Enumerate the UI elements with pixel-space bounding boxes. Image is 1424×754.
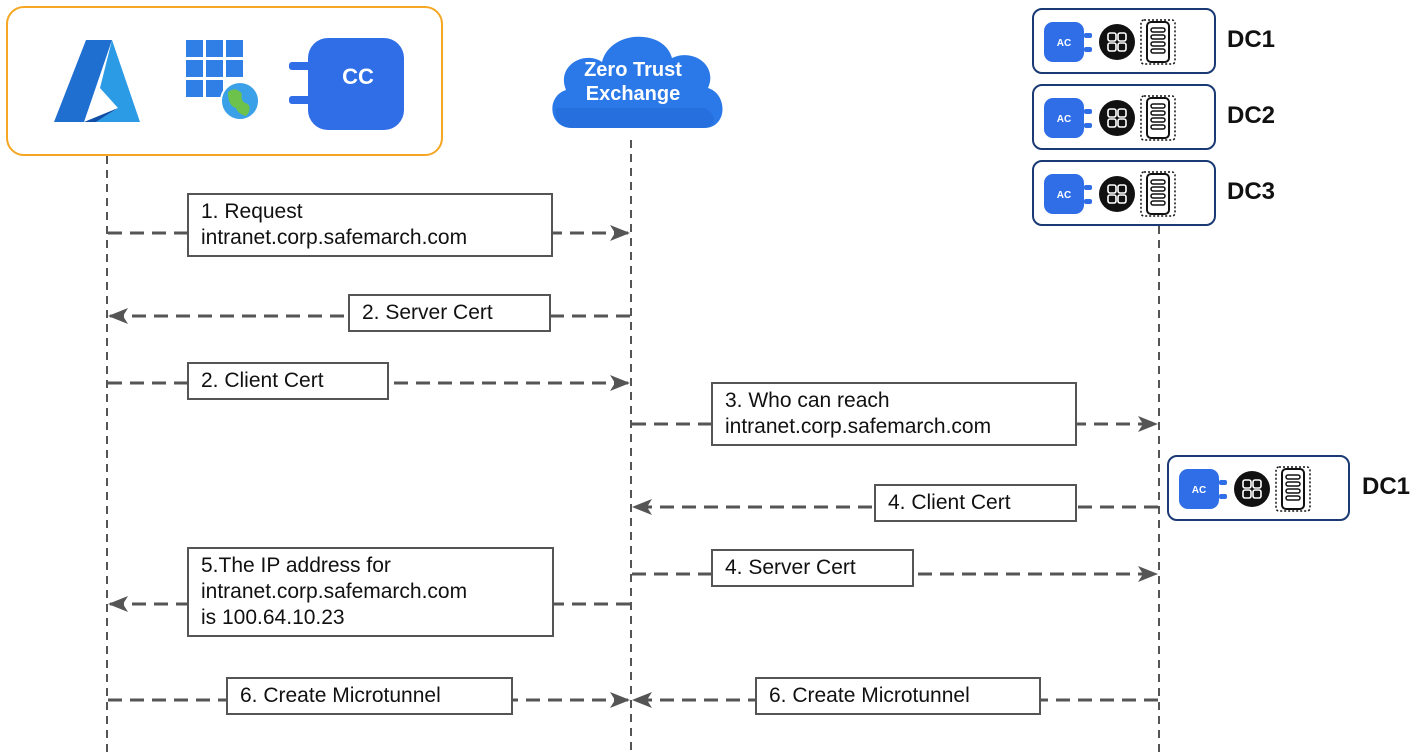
zero-trust-exchange-cloud <box>552 36 723 128</box>
msg-server-cert-2-text: 4. Server Cert <box>725 556 856 579</box>
msg-microtunnel-right-text: 6. Create Microtunnel <box>769 684 970 707</box>
msg-microtunnel-right: 6. Create Microtunnel <box>755 677 1041 715</box>
msg-request: 1. Request intranet.corp.safemarch.com <box>187 193 553 257</box>
app-connector-icon: AC <box>1044 98 1092 138</box>
app-connector-icon: AC <box>1044 174 1092 214</box>
server-icon <box>1140 171 1176 217</box>
exchange-title-line1: Zero Trust <box>584 59 682 81</box>
msg-request-line1: 1. Request <box>201 200 303 223</box>
segment-cluster-icon <box>1099 176 1135 212</box>
msg-client-cert-1-text: 2. Client Cert <box>201 369 324 392</box>
client-connector-icon <box>289 38 404 130</box>
msg-ip-address-line2: intranet.corp.safemarch.com <box>201 580 468 603</box>
segment-cluster-icon <box>1099 24 1135 60</box>
msg-server-cert-1: 2. Server Cert <box>348 294 551 332</box>
msg-server-cert-2: 4. Server Cert <box>711 549 914 587</box>
app-connector-badge-text: AC <box>1057 38 1071 49</box>
app-connector-group: AC <box>1044 19 1176 65</box>
app-connector-group: AC <box>1044 171 1176 217</box>
msg-who-can-reach: 3. Who can reach intranet.corp.safemarch… <box>711 382 1077 446</box>
msg-who-can-reach-line1: 3. Who can reach <box>725 389 890 412</box>
windows-globe-icon <box>186 40 260 121</box>
app-connector-group: AC <box>1179 466 1311 512</box>
app-connector-badge-text: AC <box>1057 190 1071 201</box>
exchange-title-line2: Exchange <box>585 83 681 105</box>
datacenter-label-dc3: DC3 <box>1227 178 1276 205</box>
segment-cluster-icon <box>1234 471 1270 507</box>
exchange-title: Zero Trust Exchange <box>558 58 708 106</box>
server-icon <box>1140 95 1176 141</box>
msg-ip-address-line3: is 100.64.10.23 <box>201 606 345 629</box>
client-connector-label: CC <box>342 64 374 89</box>
app-connector-badge-text: AC <box>1192 485 1206 496</box>
app-connector-icon: AC <box>1179 469 1227 509</box>
msg-request-line2: intranet.corp.safemarch.com <box>201 226 468 249</box>
datacenter-label-dc1: DC1 <box>1227 26 1276 53</box>
azure-logo-icon <box>54 40 140 122</box>
msg-microtunnel-left-text: 6. Create Microtunnel <box>240 684 441 707</box>
app-connector-badge-text: AC <box>1057 114 1071 125</box>
msg-client-cert-2: 4. Client Cert <box>874 484 1077 522</box>
server-icon <box>1275 466 1311 512</box>
msg-client-cert-1: 2. Client Cert <box>187 362 389 400</box>
msg-ip-address: 5.The IP address for intranet.corp.safem… <box>187 547 554 637</box>
app-connector-icon: AC <box>1044 22 1092 62</box>
responder-label-dc1: DC1 <box>1362 473 1411 500</box>
server-icon <box>1140 19 1176 65</box>
segment-cluster-icon <box>1099 100 1135 136</box>
msg-microtunnel-left: 6. Create Microtunnel <box>226 677 513 715</box>
msg-ip-address-line1: 5.The IP address for <box>201 554 391 577</box>
msg-client-cert-2-text: 4. Client Cert <box>888 491 1011 514</box>
app-connector-group: AC <box>1044 95 1176 141</box>
msg-server-cert-1-text: 2. Server Cert <box>362 301 493 324</box>
datacenter-label-dc2: DC2 <box>1227 102 1276 129</box>
client-icons <box>54 38 404 130</box>
msg-who-can-reach-line2: intranet.corp.safemarch.com <box>725 415 992 438</box>
